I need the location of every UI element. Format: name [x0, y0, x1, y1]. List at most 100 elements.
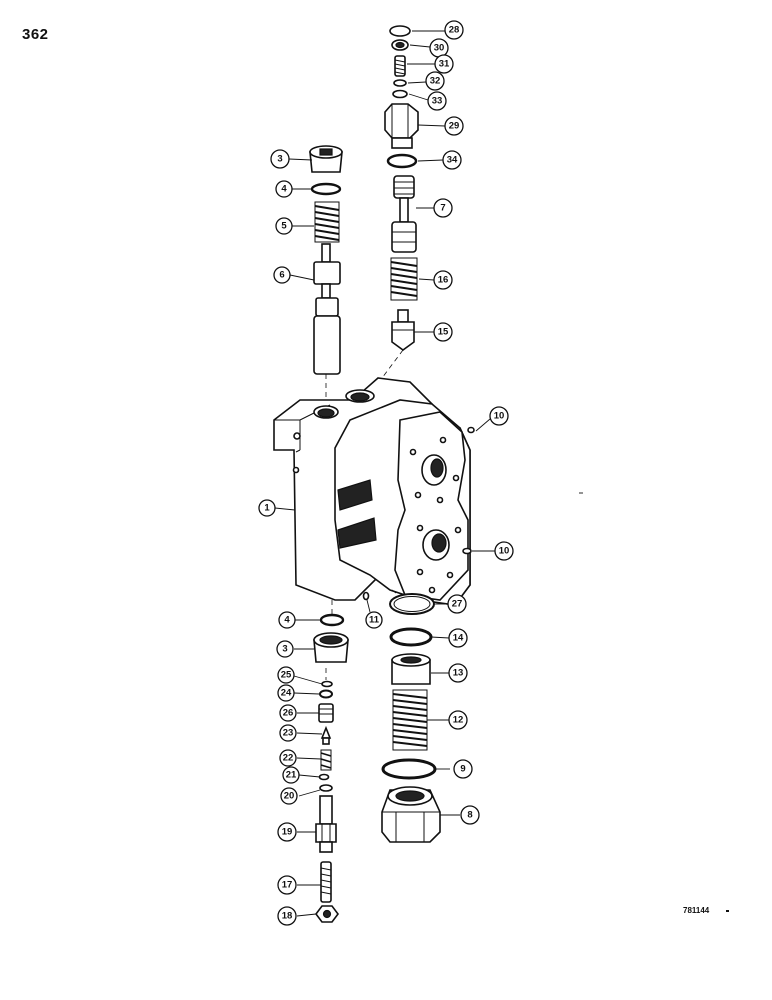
callout-30: 30 [429, 38, 449, 58]
callout-28-label: 28 [449, 25, 460, 36]
callout-19-label: 19 [282, 827, 293, 838]
part-19-adjuster [315, 795, 337, 853]
part-25-ring [321, 680, 333, 688]
callout-19: 19 [277, 822, 297, 842]
callout-26-label: 26 [283, 708, 294, 719]
callout-21-label: 21 [286, 770, 297, 781]
callout-4-bottom-label: 4 [284, 615, 290, 626]
part-5-spring [314, 201, 340, 243]
part-33-ring [392, 89, 408, 99]
callout-3-top-label: 3 [277, 154, 282, 165]
callout-5-label: 5 [281, 221, 287, 232]
callout-32-label: 32 [430, 76, 441, 87]
callout-10-top-label: 10 [494, 411, 505, 422]
part-29-plug [384, 103, 419, 149]
callout-28: 28 [444, 20, 464, 40]
callout-29: 29 [444, 116, 464, 136]
page-number: 362 [22, 26, 49, 43]
callout-24-label: 24 [281, 688, 292, 699]
part-26-seat [318, 703, 334, 723]
callout-9: 9 [453, 759, 473, 779]
part-6-spool [313, 243, 341, 375]
callout-24: 24 [277, 684, 295, 702]
callout-7: 7 [433, 198, 453, 218]
callout-12-label: 12 [453, 715, 464, 726]
callout-22: 22 [279, 749, 297, 767]
callout-31-label: 31 [439, 59, 450, 70]
part-16-spring [390, 257, 418, 301]
callout-34: 34 [442, 150, 462, 170]
callout-22-label: 22 [283, 753, 294, 764]
part-32-ring [393, 79, 407, 87]
callout-30-label: 30 [434, 43, 445, 54]
callout-8-label: 8 [467, 810, 472, 821]
part-30-nut [391, 39, 409, 51]
callout-32: 32 [425, 71, 445, 91]
callout-3-bottom: 3 [276, 640, 294, 658]
callout-33: 33 [427, 91, 447, 111]
callout-20: 20 [280, 787, 298, 805]
callout-15-label: 15 [438, 327, 449, 338]
callout-29-label: 29 [449, 121, 460, 132]
callout-13-label: 13 [453, 668, 464, 679]
part-18-nut [315, 905, 339, 923]
callout-4-top: 4 [275, 180, 293, 198]
callout-26: 26 [279, 704, 297, 722]
callout-23: 23 [279, 724, 297, 742]
callout-6: 6 [273, 266, 291, 284]
callout-4-top-label: 4 [281, 184, 287, 195]
callout-18-label: 18 [282, 911, 293, 922]
part-4-o-ring-top [310, 182, 342, 196]
part-4-o-ring-bottom [319, 613, 345, 627]
callout-7-label: 7 [440, 203, 445, 214]
callout-3-top: 3 [270, 149, 290, 169]
leader-lines [274, 30, 495, 917]
callout-27-label: 27 [452, 599, 463, 610]
callout-16: 16 [433, 270, 453, 290]
part-21-ring [318, 773, 330, 781]
callout-12: 12 [448, 710, 468, 730]
callout-10-top: 10 [489, 406, 509, 426]
part-7-valve-spool [391, 175, 417, 253]
part-20-ring [319, 784, 333, 792]
callout-17: 17 [277, 875, 297, 895]
part-9-o-ring [381, 758, 437, 780]
callout-10-bottom: 10 [494, 541, 514, 561]
callout-17-label: 17 [282, 880, 293, 891]
callout-33-label: 33 [432, 96, 443, 107]
callout-21: 21 [282, 766, 300, 784]
callout-31: 31 [434, 54, 454, 74]
part-27-ring [389, 593, 435, 615]
callout-13: 13 [448, 663, 468, 683]
callout-10-bottom-label: 10 [499, 546, 510, 557]
callout-3-bottom-label: 3 [282, 644, 287, 655]
part-31-screw [394, 55, 406, 77]
callout-1-label: 1 [264, 503, 270, 514]
part-12-spring [392, 689, 428, 751]
figure-id: 781144 [683, 906, 710, 915]
callout-9-label: 9 [460, 764, 465, 775]
guide-line [391, 589, 401, 597]
part-15-poppet [391, 309, 415, 351]
callout-25-label: 25 [281, 670, 292, 681]
callout-14-label: 14 [453, 633, 464, 644]
part-24-ring [319, 689, 333, 699]
callout-25: 25 [277, 666, 295, 684]
part-1-valve-body [273, 377, 471, 606]
callout-23-label: 23 [283, 728, 294, 739]
callout-16-label: 16 [438, 275, 449, 286]
callout-14: 14 [448, 628, 468, 648]
callout-27: 27 [447, 594, 467, 614]
callout-20-label: 20 [284, 791, 295, 802]
part-3-plug-bottom [313, 632, 349, 663]
callout-1: 1 [258, 499, 276, 517]
callout-34-label: 34 [447, 155, 458, 166]
part-23-poppet [320, 725, 332, 745]
callout-11-label: 11 [369, 615, 380, 626]
part-10-plug-top [467, 426, 475, 434]
callout-4-bottom: 4 [278, 611, 296, 629]
part-13-piston [391, 653, 431, 685]
callout-18: 18 [277, 906, 297, 926]
